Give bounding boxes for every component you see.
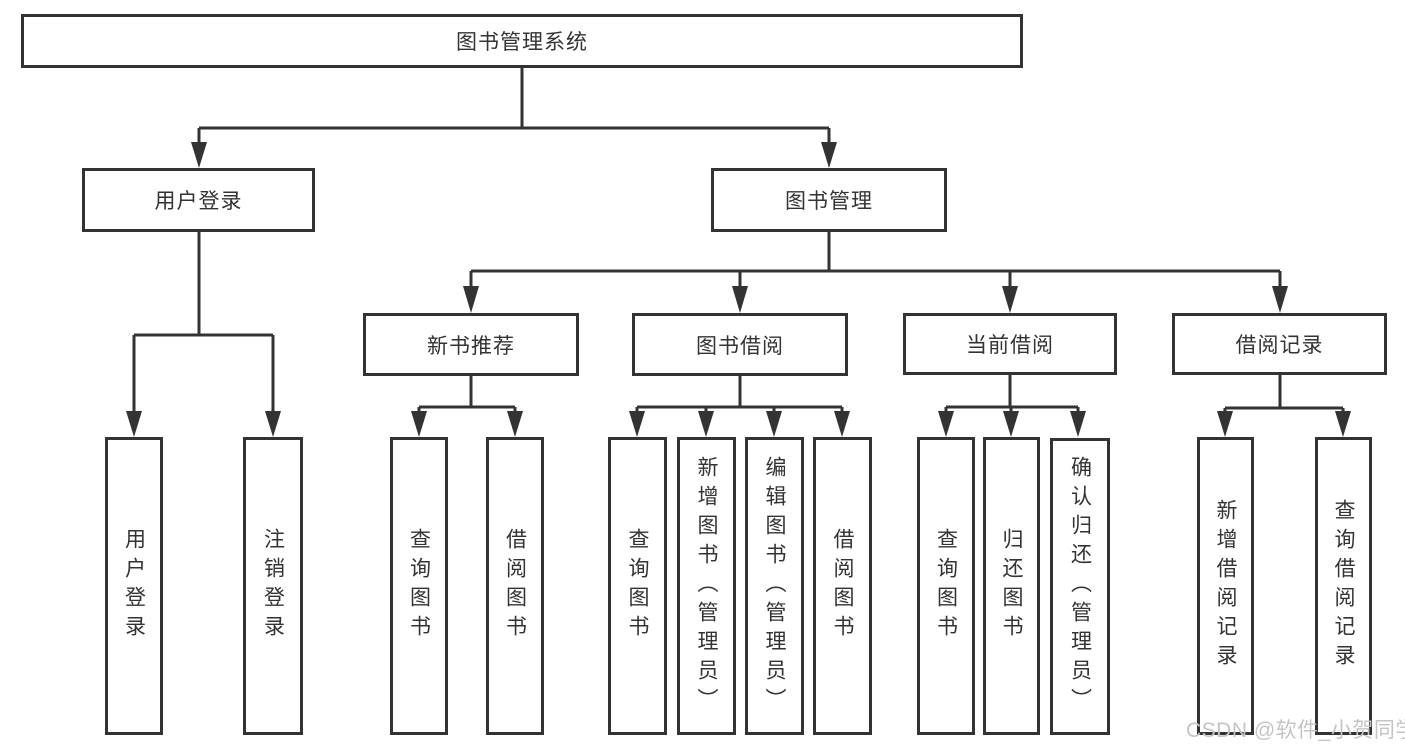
leaf-query-books-1: 查询图书 (390, 437, 448, 735)
leaf-label: 确认归还（管理员） (1068, 456, 1092, 717)
arrowhead (1070, 411, 1086, 437)
leaf-label: 用户登录 (122, 528, 146, 644)
arrowhead (191, 142, 207, 168)
leaf-return-book: 归还图书 (983, 437, 1040, 735)
leaf-add-borrow-record: 新增借阅记录 (1197, 437, 1254, 735)
leaf-label: 新增图书（管理员） (695, 455, 718, 717)
arrowhead (411, 411, 427, 437)
node-root: 图书管理系统 (21, 14, 1023, 68)
arrowhead (463, 286, 479, 313)
arrowhead (698, 411, 714, 437)
arrowhead (126, 411, 142, 437)
arrowhead (732, 286, 748, 313)
connector-book-borrow-children (629, 376, 850, 437)
leaf-label: 注销登录 (261, 528, 285, 644)
leaf-label: 借阅图书 (831, 528, 854, 644)
leaf-borrow-books-2: 借阅图书 (813, 437, 872, 735)
leaf-label: 编辑图书（管理员） (763, 455, 786, 717)
connector-root-to-level2 (191, 68, 837, 168)
connector-new-book-children (411, 376, 523, 437)
leaf-borrow-books-1: 借阅图书 (486, 437, 544, 735)
node-book-borrow: 图书借阅 (632, 313, 848, 376)
leaf-query-books-2: 查询图书 (608, 437, 667, 735)
leaf-query-borrow-record: 查询借阅记录 (1315, 437, 1372, 735)
leaf-user-login: 用户登录 (105, 437, 163, 735)
arrowhead (1335, 411, 1351, 437)
arrowhead (1272, 286, 1288, 313)
connector-book-mgmt-children (463, 232, 1288, 313)
arrowhead (1003, 411, 1019, 437)
leaf-label: 新增借阅记录 (1214, 499, 1237, 673)
leaf-logout: 注销登录 (243, 437, 303, 735)
arrowhead (938, 411, 954, 437)
leaf-label: 查询图书 (626, 528, 649, 644)
connector-borrow-record-children (1217, 375, 1351, 437)
leaf-edit-book-admin: 编辑图书（管理员） (745, 437, 804, 735)
node-user-login: 用户登录 (82, 168, 315, 232)
leaf-label: 归还图书 (1000, 528, 1023, 644)
leaf-label: 查询图书 (407, 528, 431, 644)
node-current-borrow: 当前借阅 (903, 313, 1117, 375)
node-book-mgmt: 图书管理 (711, 168, 947, 232)
arrowhead (265, 411, 281, 437)
leaf-label: 查询图书 (934, 528, 958, 644)
node-borrow-record: 借阅记录 (1172, 313, 1387, 375)
arrowhead (821, 142, 837, 168)
node-new-book-recommend: 新书推荐 (363, 313, 579, 376)
leaf-confirm-return-admin: 确认归还（管理员） (1050, 438, 1110, 735)
arrowhead (1217, 411, 1233, 437)
leaf-label: 查询借阅记录 (1332, 499, 1355, 673)
arrowhead (1002, 286, 1018, 313)
leaf-add-book-admin: 新增图书（管理员） (677, 437, 736, 735)
arrowhead (629, 411, 645, 437)
arrowhead (766, 411, 782, 437)
leaf-label: 借阅图书 (503, 528, 527, 644)
csdn-watermark: CSDN @软件_小贺同学 (1186, 719, 1405, 742)
connector-user-login-children (126, 232, 281, 437)
leaf-query-books-3: 查询图书 (917, 437, 975, 735)
connector-current-borrow-children (938, 375, 1086, 437)
arrowhead (507, 411, 523, 437)
arrowhead (834, 411, 850, 437)
